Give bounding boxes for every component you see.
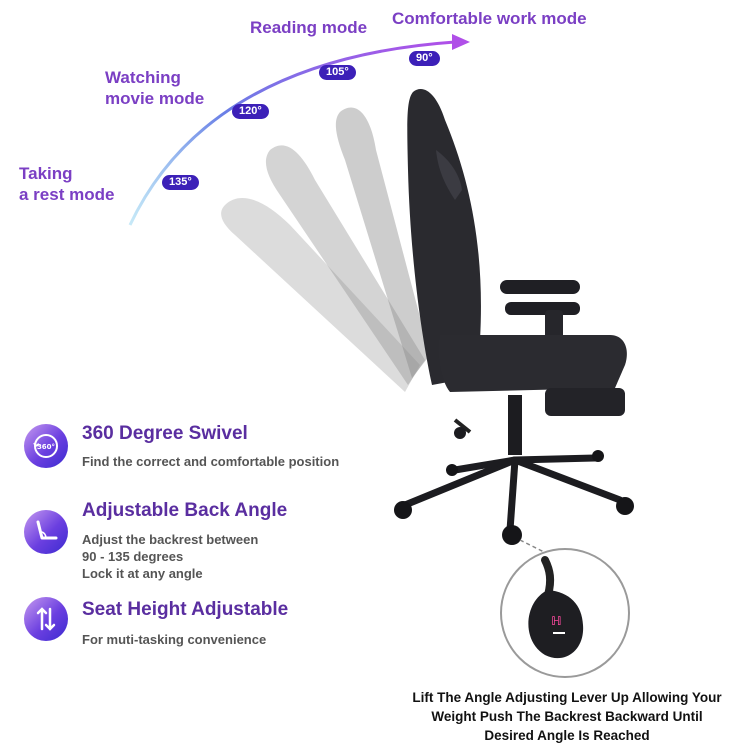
ghost-backrest-120 [265,145,425,385]
backrest-upright [407,89,481,385]
recline-angle-icon [24,510,68,554]
angle-badge-90: 90° [409,51,440,66]
lever [453,418,472,434]
lever-caption: Lift The Angle Adjusting Lever Up Allowi… [412,690,722,743]
svg-text:ℍ: ℍ [551,614,562,628]
feature-desc-back-angle: Adjust the backrest between 90 - 135 deg… [82,532,259,581]
mode-reading: Reading mode [250,18,368,37]
swivel-360-icon: 360° [24,424,68,468]
ghost-backrest-105 [335,107,430,379]
feature-title-swivel: 360 Degree Swivel [82,423,248,444]
chair-base [401,454,624,534]
seat-cushion [438,335,627,416]
mode-watching-movie: Watching movie mode [105,68,205,108]
caster-wheels [394,450,634,545]
gas-cylinder [508,395,522,455]
lever-zoom-circle: ℍ [500,548,630,678]
feature-title-back-angle: Adjustable Back Angle [82,500,288,521]
angle-badge-135: 135° [162,175,199,190]
angle-badge-105: 105° [319,65,356,80]
svg-text:360°: 360° [37,443,55,451]
height-arrows-icon [24,597,68,641]
arc-arrowhead [452,34,470,50]
mode-comfortable-work: Comfortable work mode [392,9,587,28]
feature-title-seat-height: Seat Height Adjustable [82,599,289,620]
angle-badge-120: 120° [232,104,269,119]
mode-taking-rest: Taking a rest mode [19,164,115,204]
feature-desc-swivel: Find the correct and comfortable positio… [82,454,340,469]
feature-desc-seat-height: For muti-tasking convenience [82,632,267,647]
ghost-backrest-135 [221,197,420,392]
